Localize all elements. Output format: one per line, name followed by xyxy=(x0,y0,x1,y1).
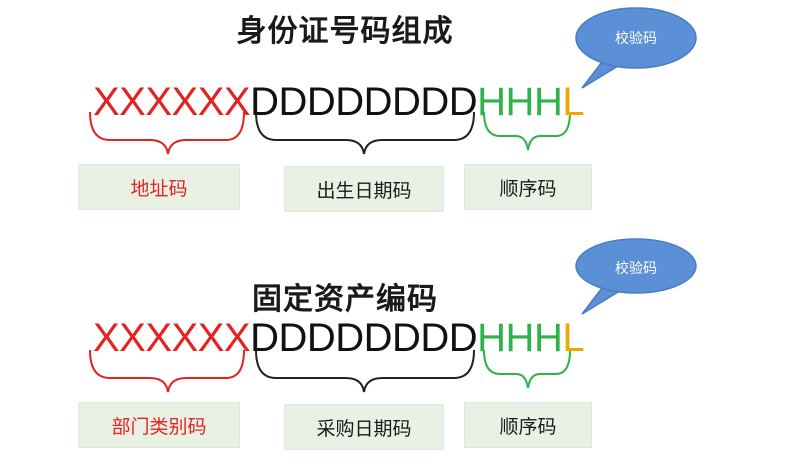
code-pattern: XXXXXXDDDDDDDDHHHL xyxy=(93,316,585,360)
label-box-h: 顺序码 xyxy=(464,402,592,448)
code-pattern: XXXXXXDDDDDDDDHHHL xyxy=(93,80,585,124)
label-box-d: 出生日期码 xyxy=(284,166,444,212)
brace-d xyxy=(255,349,475,393)
code-segment-l: L xyxy=(562,80,585,124)
label-box-d: 采购日期码 xyxy=(284,404,444,450)
brace-x xyxy=(89,349,245,393)
check-code-bubble xyxy=(575,238,697,315)
bubble-label: 校验码 xyxy=(615,261,657,277)
code-segment-l: L xyxy=(562,316,585,360)
code-segment-d: DDDDDDDD xyxy=(250,316,478,360)
brace-h xyxy=(483,111,571,151)
diagram-graphics xyxy=(89,7,697,155)
bubble-tail xyxy=(581,287,620,315)
bubble-shape xyxy=(575,238,697,294)
label-box-x: 地址码 xyxy=(78,164,240,210)
label-box-h: 顺序码 xyxy=(464,164,592,210)
bubble-label: 校验码 xyxy=(615,31,657,47)
code-segment-x: XXXXXX xyxy=(93,80,251,124)
diagram-graphics xyxy=(89,238,697,393)
panel-title: 身份证号码组成 xyxy=(236,14,454,49)
brace-h xyxy=(483,349,571,389)
code-segment-d: DDDDDDDD xyxy=(250,80,478,124)
asset-code-panel: 固定资产编码 XXXXXXDDDDDDDDHHHL 校验码 部门类别码 采购日期… xyxy=(0,238,797,476)
code-segment-h: HHH xyxy=(477,80,563,124)
label-box-x: 部门类别码 xyxy=(78,402,240,448)
brace-d xyxy=(255,111,475,155)
check-code-bubble xyxy=(575,7,697,89)
brace-x xyxy=(89,111,245,155)
code-segment-x: XXXXXX xyxy=(93,316,251,360)
bubble-shape xyxy=(575,7,697,69)
id-number-panel: 身份证号码组成 XXXXXXDDDDDDDDHHHL 校验码 地址码 出生日期码… xyxy=(78,7,697,212)
code-segment-h: HHH xyxy=(477,316,563,360)
panel-title: 固定资产编码 xyxy=(252,282,438,317)
